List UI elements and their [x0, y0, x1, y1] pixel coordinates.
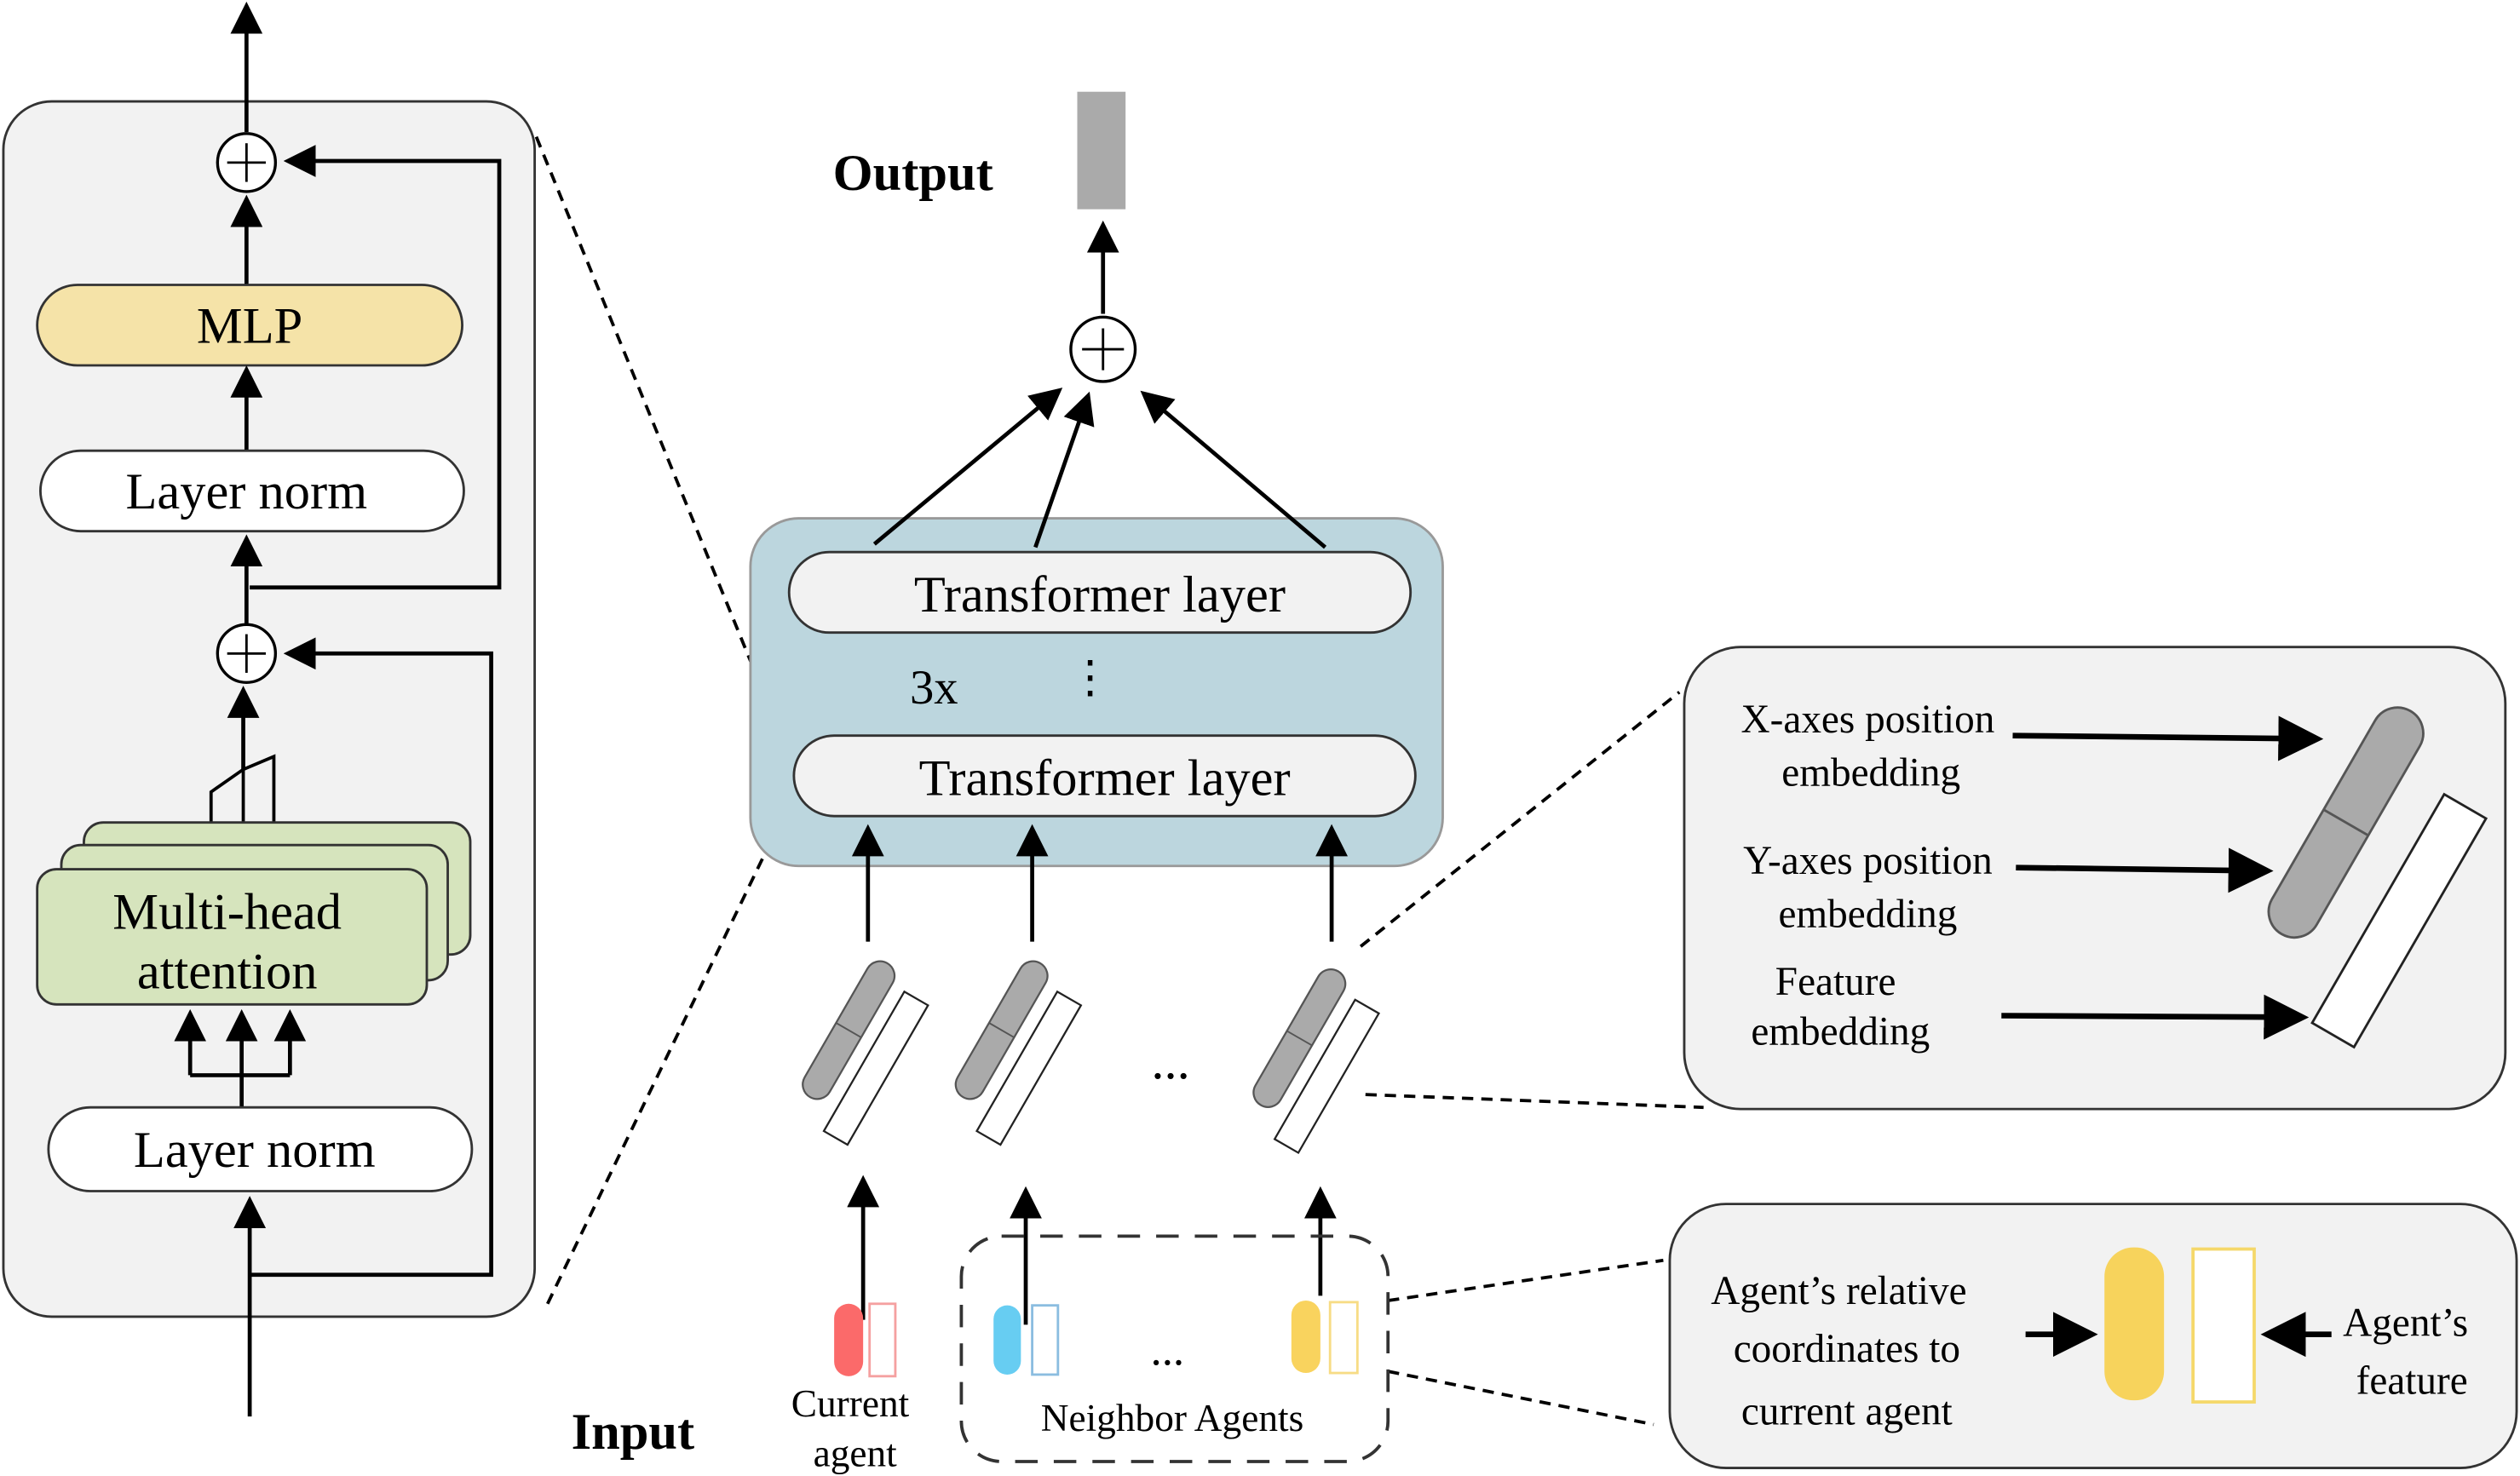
agent-feature-label-2: feature [2356, 1359, 2468, 1404]
transformer-layer-top [787, 550, 1412, 635]
input-label: Input [572, 1404, 695, 1461]
x-embedding-label-2: embedding [1781, 750, 1960, 795]
feature-embedding-label: Feature [1775, 960, 1896, 1004]
multi-head-attention-block: Multi-head attention [36, 821, 472, 1006]
token-embedding-3 [1252, 968, 1381, 1155]
layer-norm-label: Layer norm [125, 463, 367, 520]
embedding-detail-panel: X-axes position embedding Y-axes positio… [1683, 646, 2507, 1111]
position-embedding-icon [2267, 706, 2425, 939]
mlp-block: MLP [36, 284, 463, 367]
agent-feature-icon [2191, 1247, 2256, 1404]
vertical-ellipsis: ⋮ [1067, 653, 1113, 703]
relative-coords-label: Agent’s relative [1711, 1269, 1966, 1313]
y-embedding-label: Y-axes position [1743, 839, 1993, 883]
agent-feature-label: Agent’s [2343, 1301, 2468, 1346]
add-node-output [1069, 315, 1137, 383]
current-agent-coords [834, 1303, 864, 1376]
layer-norm-label: Layer norm [134, 1122, 376, 1179]
input-section: ... Current agent Neighbor Agents Input [572, 1234, 1390, 1475]
token-embedding-2 [954, 960, 1083, 1146]
token-embedding-1 [802, 960, 929, 1146]
output-label: Output [833, 145, 993, 202]
agent-coords-icon [2104, 1247, 2165, 1401]
y-embedding-label-2: embedding [1778, 893, 1957, 937]
transformer-layer-top-label: Transformer layer [914, 566, 1286, 623]
add-node-bottom [216, 623, 278, 685]
transformer-layer-bottom [792, 734, 1417, 818]
residual-connection-bottom [250, 637, 493, 1278]
attention-label-line1: Multi-head [112, 883, 342, 940]
attention-label-line2: attention [137, 943, 318, 1000]
current-agent-label-2: agent [814, 1433, 898, 1475]
layer-norm-top: Layer norm [39, 449, 465, 533]
encoder-block: MLP Layer norm Multi-head attention [2, 1, 537, 1417]
layer-norm-bottom: Layer norm [47, 1106, 474, 1192]
x-embedding-label: X-axes position [1741, 698, 1995, 742]
current-agent-feature [868, 1302, 897, 1378]
agent-detail-panel: Agent’s relative coordinates to current … [1668, 1203, 2518, 1469]
add-node-top [216, 132, 278, 193]
repeat-label: 3x [910, 661, 958, 715]
feature-embedding-icon [2310, 792, 2488, 1049]
mlp-label: MLP [197, 298, 302, 355]
neighbor-agents-label: Neighbor Agents [1041, 1397, 1304, 1439]
relative-coords-label-2: coordinates to [1734, 1327, 1960, 1371]
neighbor-n-feature [1328, 1301, 1359, 1375]
neighbor-ellipsis: ... [1150, 1326, 1184, 1375]
transformer-layer-bottom-label: Transformer layer [919, 750, 1291, 807]
transformer-stack: Transformer layer 3x ⋮ Transformer layer [749, 517, 1444, 868]
neighbor-1-feature [1031, 1304, 1060, 1376]
token-ellipsis: ... [1151, 1033, 1189, 1090]
residual-connection-top [250, 145, 502, 590]
relative-coords-label-3: current agent [1741, 1390, 1953, 1434]
feature-embedding-label-2: embedding [1751, 1010, 1930, 1054]
current-agent-label: Current [791, 1382, 910, 1425]
neighbor-n-coords [1291, 1301, 1320, 1374]
output-vector [1077, 91, 1126, 210]
neighbor-1-coords [993, 1305, 1021, 1375]
